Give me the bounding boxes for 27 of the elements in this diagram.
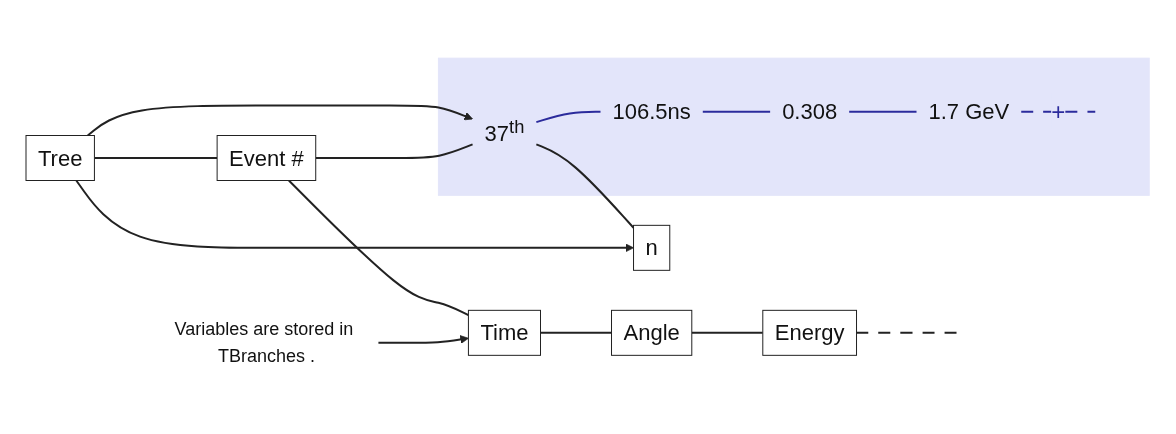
node-box: Angle (611, 309, 693, 356)
arrow (377, 335, 470, 344)
node-text: 1.7 GeV (928, 99, 1010, 125)
node-text: 106.5ns (612, 99, 692, 125)
connector (1020, 110, 1097, 113)
node-box: Tree (25, 135, 96, 181)
node-text: 37$^{th}$ (484, 116, 525, 147)
node-box: Energy (762, 309, 858, 356)
connector (535, 110, 602, 124)
connector (855, 331, 959, 334)
connector (702, 110, 772, 113)
connector (691, 331, 765, 334)
connector (93, 157, 219, 159)
node-box: Event # (217, 135, 317, 181)
arrow (75, 179, 635, 253)
node-box: n (633, 224, 671, 271)
node-box: Time (468, 309, 542, 356)
connector (288, 179, 470, 317)
connector (848, 110, 918, 113)
edge-label: + (1051, 97, 1066, 125)
arrow (87, 104, 474, 137)
connector (315, 143, 474, 159)
connector (535, 143, 635, 229)
node-text: 0.308 (782, 99, 838, 125)
node-text: Variables are stored in TBranches . (174, 318, 354, 366)
cluster (438, 57, 1151, 196)
connector (539, 331, 613, 334)
